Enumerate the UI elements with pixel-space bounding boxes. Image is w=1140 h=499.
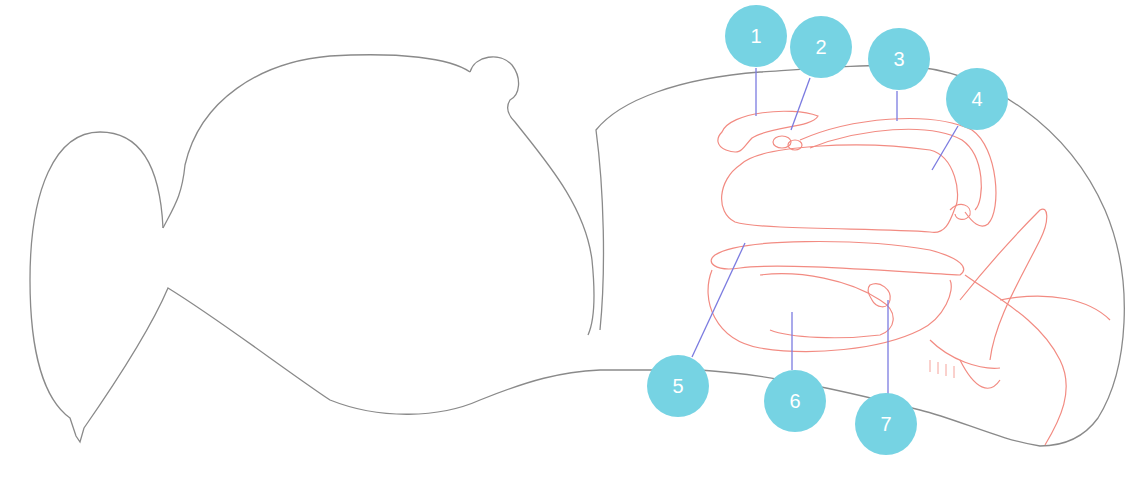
- callout-circle: 5: [647, 355, 709, 417]
- cerebellum-outline: [470, 57, 594, 335]
- callout-circle: 7: [855, 393, 917, 455]
- callout-number: 3: [893, 49, 904, 69]
- leader-lines: [692, 68, 958, 394]
- callout-circle: 6: [764, 370, 826, 432]
- callout-circle: 3: [868, 28, 930, 90]
- inner-structures: [708, 111, 1110, 445]
- brain-outline: [30, 132, 700, 442]
- callout-number: 5: [672, 376, 683, 396]
- callout-number: 1: [750, 26, 761, 46]
- cortex-outline: [163, 55, 470, 228]
- callout-circle: 2: [790, 16, 852, 78]
- callout-number: 7: [880, 414, 891, 434]
- callout-circle: 4: [946, 68, 1008, 130]
- callout-number: 4: [971, 89, 982, 109]
- callout-number: 2: [815, 37, 826, 57]
- section-outline: [596, 65, 1124, 446]
- callout-number: 6: [789, 391, 800, 411]
- callout-circle: 1: [725, 5, 787, 67]
